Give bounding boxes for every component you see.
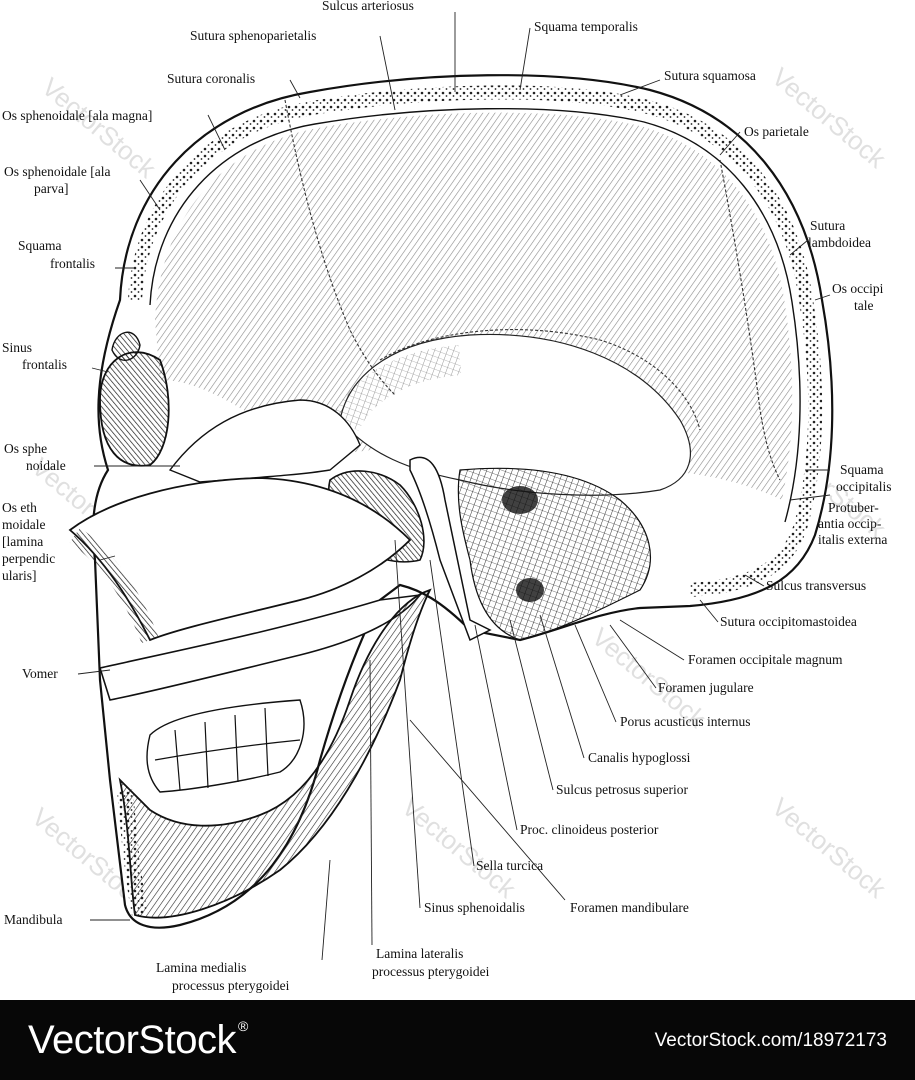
label-line: Os sphenoidale [ala magna] <box>2 108 152 123</box>
label-line: frontalis <box>50 256 95 271</box>
label-line: Os sphe <box>4 441 47 456</box>
label-line: Canalis hypoglossi <box>588 750 691 765</box>
label-line: Foramen occipitale magnum <box>688 652 843 667</box>
label-squama-temporalis: Squama temporalis <box>534 19 638 34</box>
label-line: Sella turcica <box>476 858 543 873</box>
label-line: Os sphenoidale [ala <box>4 164 110 179</box>
label-line: Sutura coronalis <box>167 71 255 86</box>
label-foramen-mandibulare: Foramen mandibulare <box>570 900 689 915</box>
label-line: Mandibula <box>4 912 63 927</box>
label-line: Sulcus petrosus superior <box>556 782 688 797</box>
label-sulcus-transversus: Sulcus transversus <box>766 578 866 593</box>
label-vomer: Vomer <box>22 666 58 681</box>
watermark-text: VectorStock <box>396 792 522 905</box>
label-sutura-coronalis: Sutura coronalis <box>167 71 255 86</box>
label-foramen-jugulare: Foramen jugulare <box>658 680 754 695</box>
label-line: Sutura <box>810 218 845 233</box>
teeth <box>146 699 305 793</box>
label-sinus-sphenoidalis: Sinus sphenoidalis <box>424 900 525 915</box>
label-lamina-medialis: Lamina medialis processus pterygoidei <box>156 960 290 993</box>
label-line: Squama <box>18 238 62 253</box>
label-canalis-hypoglossi: Canalis hypoglossi <box>588 750 691 765</box>
labels: Sulcus arteriosus Sutura sphenoparietali… <box>2 0 891 993</box>
label-line: Squama <box>840 462 884 477</box>
label-line: tale <box>854 298 874 313</box>
label-sella-turcica: Sella turcica <box>476 858 543 873</box>
label-proc-clinoideus-posterior: Proc. clinoideus posterior <box>520 822 659 837</box>
label-squama-frontalis: Squama frontalis <box>18 238 95 271</box>
diploe-band <box>128 85 823 597</box>
registered-mark: ® <box>237 1018 248 1034</box>
label-line: Sinus sphenoidalis <box>424 900 525 915</box>
label-line: ularis] <box>2 568 37 583</box>
clivus <box>409 456 492 642</box>
palate <box>98 593 422 701</box>
sutura-lambdoidea-line <box>719 159 781 481</box>
label-os-occipitale: Os occipi tale <box>832 281 884 313</box>
label-line: italis externa <box>818 532 887 547</box>
label-sulcus-petrosus-superior: Sulcus petrosus superior <box>556 782 688 797</box>
label-line: Lamina medialis <box>156 960 246 975</box>
label-line: frontalis <box>22 357 67 372</box>
skull-illustration <box>68 74 834 929</box>
label-line: processus pterygoidei <box>172 978 290 993</box>
label-os-sphenoidale-ala-magna: Os sphenoidale [ala magna] <box>2 108 152 123</box>
label-sutura-occipitomastoidea: Sutura occipitomastoidea <box>720 614 857 629</box>
label-os-ethmoidale: Os eth moidale [lamina perpendic ularis] <box>2 500 55 583</box>
mandible <box>118 588 432 919</box>
label-line: processus pterygoidei <box>372 964 490 979</box>
label-line: Vomer <box>22 666 58 681</box>
label-line: Proc. clinoideus posterior <box>520 822 659 837</box>
label-line: noidale <box>26 458 66 473</box>
label-line: Sutura occipitomastoidea <box>720 614 857 629</box>
footer-logo-text: VectorStock <box>28 1018 236 1062</box>
label-line: parva] <box>34 181 68 196</box>
frontal-sinus <box>99 351 170 467</box>
label-line: Os parietale <box>744 124 809 139</box>
label-os-sphenoidale: Os sphe noidale <box>4 441 66 473</box>
label-line: Sulcus arteriosus <box>322 0 414 13</box>
watermark-text: VectorStock <box>766 792 892 905</box>
label-line: Sinus <box>2 340 32 355</box>
label-line: occipitalis <box>836 479 891 494</box>
label-line: antia occip- <box>818 516 882 531</box>
label-line: Os eth <box>2 500 37 515</box>
skull-diagram: VectorStock VectorStock VectorStock Vect… <box>2 0 892 993</box>
label-os-sphenoidale-ala-parva: Os sphenoidale [ala parva] <box>4 164 110 196</box>
orbit-region <box>168 399 361 483</box>
label-sinus-frontalis: Sinus frontalis <box>2 340 67 372</box>
label-line: Porus acusticus internus <box>620 714 751 729</box>
label-mandibula: Mandibula <box>4 912 63 927</box>
label-line: lambdoidea <box>808 235 871 250</box>
label-os-parietale: Os parietale <box>744 124 809 139</box>
label-squama-occipitalis: Squama occipitalis <box>836 462 891 494</box>
label-line: Foramen jugulare <box>658 680 754 695</box>
petrous-region <box>457 467 651 641</box>
label-line: Squama temporalis <box>534 19 638 34</box>
label-sutura-squamosa: Sutura squamosa <box>664 68 756 83</box>
label-line: Foramen mandibulare <box>570 900 689 915</box>
label-sutura-sphenoparietalis: Sutura sphenoparietalis <box>190 28 316 43</box>
label-foramen-occipitale-magnum: Foramen occipitale magnum <box>688 652 843 667</box>
label-line: Protuber- <box>828 500 879 515</box>
label-line: Sutura sphenoparietalis <box>190 28 316 43</box>
label-sulcus-arteriosus: Sulcus arteriosus <box>322 0 414 13</box>
label-line: Lamina lateralis <box>376 946 463 961</box>
label-protuberantia: Protuber-antia occip-italis externa <box>818 500 887 547</box>
watermark-text: VectorStock <box>766 62 892 175</box>
label-line: [lamina <box>2 534 43 549</box>
label-line: Sulcus transversus <box>766 578 866 593</box>
label-line: Os occipi <box>832 281 884 296</box>
label-sutura-lambdoidea: Sutura lambdoidea <box>808 218 871 250</box>
footer-logo: VectorStock® <box>28 1018 248 1063</box>
label-lamina-lateralis: Lamina lateralis processus pterygoidei <box>372 946 490 979</box>
footer-bar: VectorStock® VectorStock.com/18972173 <box>0 1000 915 1080</box>
footer-url: VectorStock.com/18972173 <box>654 1030 887 1051</box>
leader-lines <box>77 12 831 961</box>
sutura-squamosa-line <box>379 329 701 431</box>
label-line: moidale <box>2 517 46 532</box>
label-line: perpendic <box>2 551 55 566</box>
label-porus-acusticus-internus: Porus acusticus internus <box>620 714 751 729</box>
label-line: Sutura squamosa <box>664 68 756 83</box>
